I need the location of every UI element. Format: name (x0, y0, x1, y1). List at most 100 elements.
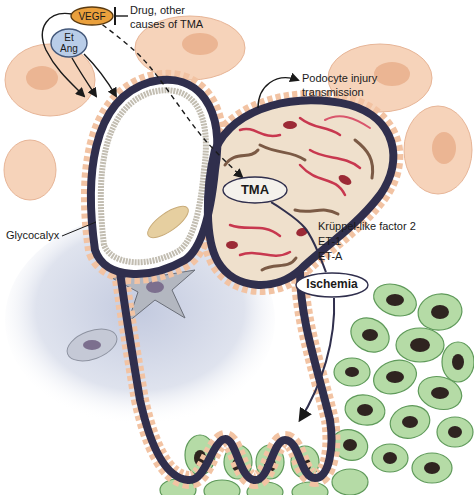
connector (271, 202, 326, 272)
tubule-cell (415, 290, 465, 333)
fibrin-strand (230, 225, 280, 236)
podocyte (4, 140, 56, 200)
node-texts: EtAng (50, 28, 88, 58)
platelet-strand (225, 150, 258, 165)
platelet-strand (260, 145, 305, 160)
tubule-cell (372, 444, 408, 472)
tubule-cell (369, 354, 421, 399)
cell-nucleus (431, 305, 449, 319)
podocyte-nucleus (26, 66, 58, 90)
node-ellipse (296, 273, 368, 297)
cell-nucleus (357, 404, 373, 416)
annotation-text: Drug, other causes of TMA (130, 4, 214, 32)
tubule-cell (442, 342, 474, 382)
tubule-cell (437, 417, 473, 447)
platelet-strand (355, 140, 373, 178)
cell-nucleus (386, 371, 404, 383)
cell-nucleus (448, 426, 462, 438)
annotation-arrows (42, 7, 334, 420)
node-ellipse (51, 29, 87, 57)
node-label: Ischemia (306, 278, 357, 291)
foot-processes (91, 80, 393, 285)
tubule-cell (334, 358, 370, 386)
cell-nucleus (402, 416, 418, 428)
node-label: Et (64, 32, 73, 43)
node-texts: TMA (222, 176, 288, 204)
fibrin-strand (240, 129, 280, 136)
podocyte (404, 106, 472, 194)
tubule-cell (343, 392, 388, 428)
cell-nucleus (345, 367, 359, 377)
cell-nucleus (424, 462, 440, 474)
node-ellipse (71, 7, 113, 25)
glycocalyx-layer (101, 90, 206, 262)
tubule-cell (369, 278, 421, 321)
annotation-text: Glycocalyx (6, 229, 59, 243)
annotation-text: ET-1 (318, 235, 341, 249)
tubule-cell (387, 401, 434, 442)
tubule-cell (204, 480, 240, 495)
tubule-cell (412, 453, 452, 483)
fibrin-strand (300, 165, 345, 195)
node-label: TMA (241, 183, 269, 197)
ischemia-arrow (300, 298, 334, 420)
podocyte-nucleus (432, 132, 456, 164)
fibrin-strand (240, 252, 290, 256)
endothelial-cell (143, 201, 193, 243)
cell-nucleus (410, 338, 430, 352)
inhibition-line (115, 15, 128, 16)
podocyte-nucleus (374, 62, 410, 86)
cell-nucleus (343, 439, 357, 451)
red-blood-cell (283, 121, 297, 129)
basement-membrane (120, 272, 331, 480)
ellipse-node: TMA (222, 176, 288, 204)
foot-process-row (208, 100, 394, 285)
red-blood-cell (337, 173, 353, 187)
platelet-strand (295, 210, 338, 214)
inhibition-bar (114, 7, 116, 25)
annotation-text: Podocyte injury transmission (302, 72, 394, 100)
tubule-cell (332, 469, 368, 495)
thrombus (225, 116, 373, 270)
annotation-text: Krüppel-like factor 2 (318, 220, 416, 234)
fibrin-strand (325, 116, 370, 128)
node-label: VEGF (78, 11, 105, 22)
capillary-wall (208, 100, 394, 285)
fibrin-strand (310, 150, 360, 168)
mesangial-cell (63, 323, 121, 367)
podocyte (5, 44, 95, 116)
node-ellipse (223, 177, 287, 203)
foot-process-row (91, 80, 217, 274)
capillary-wall (91, 80, 217, 274)
node-texts: Ischemia (295, 272, 369, 298)
cell-nucleus (431, 387, 449, 399)
node-texts: VEGF (70, 6, 114, 26)
node-label: Ang (60, 43, 78, 54)
ellipse-node: Ischemia (295, 272, 369, 298)
foot-process-row (120, 272, 331, 480)
cell-nucleus (386, 294, 404, 306)
platelet-strand (262, 258, 296, 270)
tubule-cell (345, 311, 396, 359)
podocyte-nucleus (182, 33, 218, 55)
ellipse-node: VEGF (70, 6, 114, 26)
red-blood-cell (226, 241, 238, 249)
tubule-cell (396, 328, 444, 362)
ellipse-node: EtAng (50, 28, 88, 58)
connector (102, 25, 242, 177)
cell-nucleus (452, 354, 464, 370)
capillary-lumen (91, 80, 217, 274)
fibrin-strand (300, 118, 340, 135)
signal-arrow (84, 54, 116, 96)
red-blood-cell (295, 226, 309, 238)
cell-nucleus (383, 452, 397, 464)
leader-line (62, 222, 96, 236)
transmission-arrow (258, 78, 298, 108)
cell-nucleus (362, 329, 378, 341)
tma-lumen (208, 100, 394, 285)
annotation-text: ET-A (318, 250, 342, 264)
mesangial-nucleus (83, 340, 101, 350)
